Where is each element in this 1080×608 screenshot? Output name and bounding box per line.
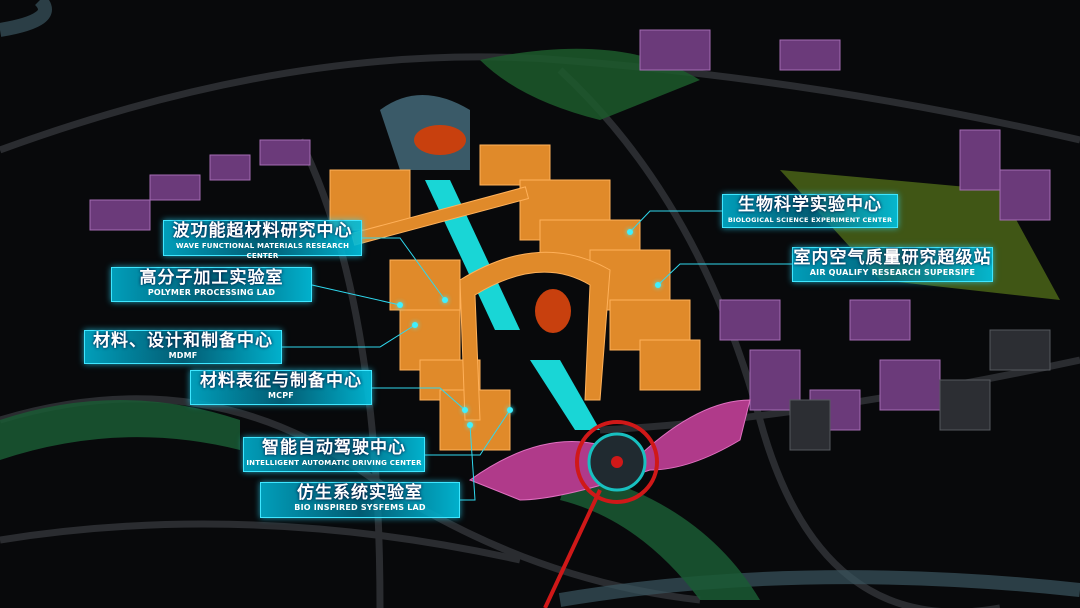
campus-buildings [329, 144, 701, 451]
label-polymer-processing[interactable]: 高分子加工实验室 POLYMER PROCESSING LAD [111, 267, 312, 302]
label-mdmf[interactable]: 材料、设计和制备中心 MDMF [84, 330, 282, 364]
marker-dot[interactable] [462, 407, 468, 413]
landmark-ring [543, 420, 659, 608]
leader-lines [282, 210, 792, 501]
label-en: POLYMER PROCESSING LAD [147, 288, 276, 297]
label-en: INTELLIGENT AUTOMATIC DRIVING CENTER [246, 459, 422, 467]
label-wave-functional-materials[interactable]: 波功能超材料研究中心 WAVE FUNCTIONAL MATERIALS RES… [163, 220, 362, 260]
label-cn: 智能自动驾驶中心 [262, 438, 406, 458]
label-bio-inspired-systems[interactable]: 仿生系统实验室 BIO INSPIRED SYSFEMS LAD [260, 482, 460, 518]
label-en: WAVE FUNCTIONAL MATERIALS RESEARCH CENTE… [175, 242, 350, 260]
marker-dot[interactable] [397, 302, 403, 308]
purple-buildings [89, 29, 1051, 431]
label-cn: 材料表征与制备中心 [200, 371, 362, 391]
gray-buildings [789, 329, 1051, 451]
label-cn: 材料、设计和制备中心 [93, 331, 273, 351]
label-cn: 生物科学实验中心 [738, 195, 882, 215]
marker-dot[interactable] [467, 422, 473, 428]
label-en: AIR QUALIFY RESEARCH SUPERSIFE [809, 268, 976, 277]
marker-dot[interactable] [627, 229, 633, 235]
marker-dot[interactable] [412, 322, 418, 328]
label-en: MDMF [168, 351, 198, 360]
label-en: BIO INSPIRED SYSFEMS LAD [294, 503, 426, 512]
marker-dot[interactable] [442, 297, 448, 303]
red-disc-center [535, 289, 571, 333]
label-en: MCPF [268, 391, 294, 400]
marker-dot[interactable] [507, 407, 513, 413]
label-cn: 高分子加工实验室 [139, 268, 284, 288]
label-mcpf[interactable]: 材料表征与制备中心 MCPF [190, 370, 372, 405]
label-cn: 室内空气质量研究超级站 [793, 248, 992, 268]
marker-dot[interactable] [655, 282, 661, 288]
label-intelligent-driving[interactable]: 智能自动驾驶中心 INTELLIGENT AUTOMATIC DRIVING C… [243, 437, 425, 472]
label-en: BIOLOGICAL SCIENCE EXPERIMENT CENTER [727, 216, 893, 224]
red-disc-north [414, 125, 466, 155]
label-cn: 仿生系统实验室 [297, 483, 423, 503]
label-biological-science[interactable]: 生物科学实验中心 BIOLOGICAL SCIENCE EXPERIMENT C… [722, 194, 898, 228]
label-air-quality-supersite[interactable]: 室内空气质量研究超级站 AIR QUALIFY RESEARCH SUPERSI… [792, 247, 993, 282]
label-cn: 波功能超材料研究中心 [172, 221, 353, 241]
